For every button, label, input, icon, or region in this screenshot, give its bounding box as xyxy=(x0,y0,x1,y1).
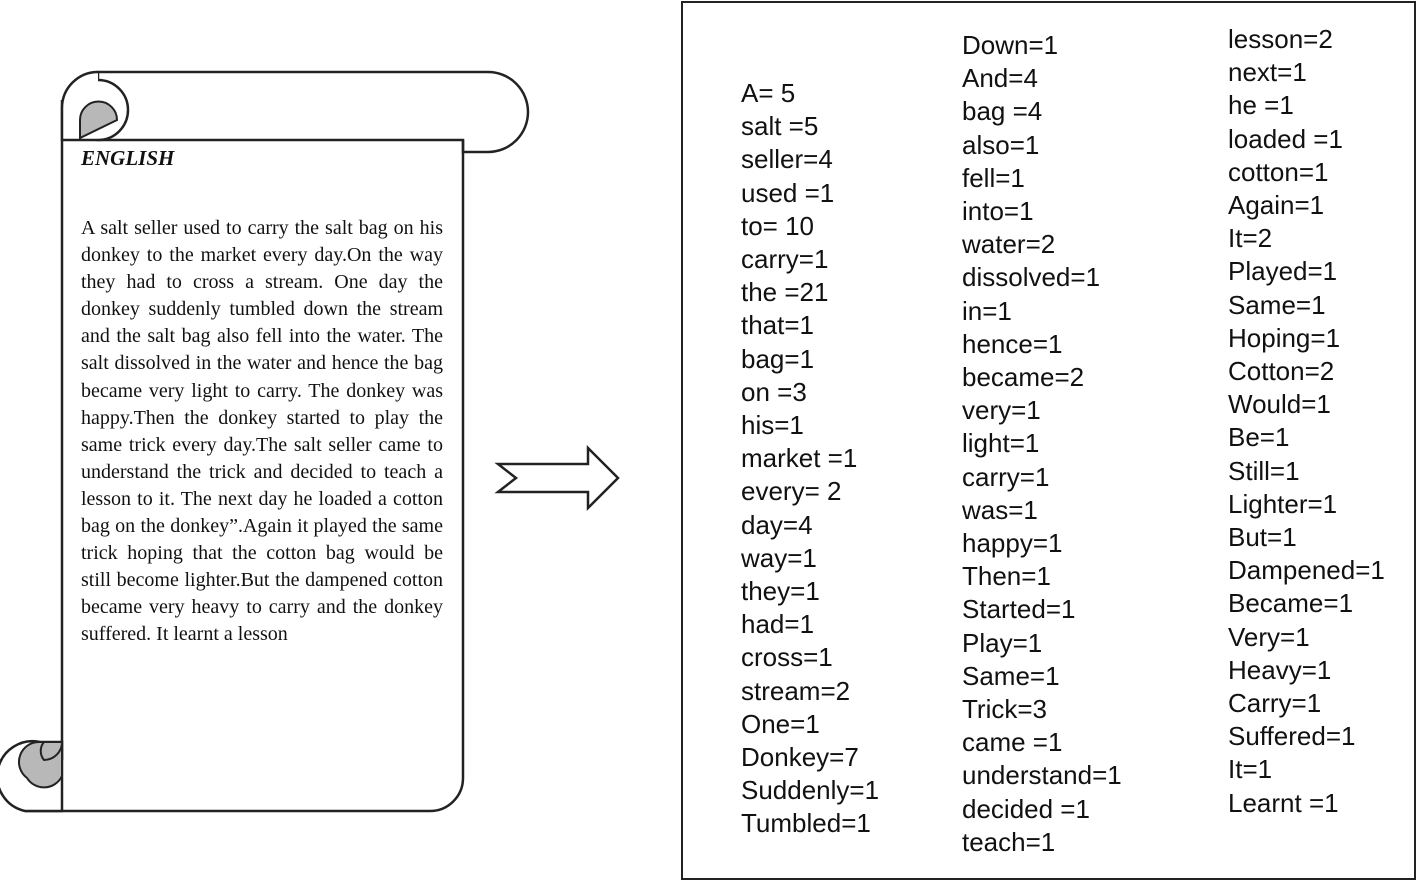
word-count-item: But=1 xyxy=(1228,522,1297,553)
word-count-item: cotton=1 xyxy=(1228,156,1329,187)
word-count-item: Hoping=1 xyxy=(1228,322,1341,353)
word-count-item: Became=1 xyxy=(1228,588,1354,619)
word-count-item: Then=1 xyxy=(962,561,1051,592)
word-count-item: carry=1 xyxy=(741,244,829,275)
word-count-item: in=1 xyxy=(962,295,1012,326)
word-count-item: understand=1 xyxy=(962,760,1122,791)
word-count-item: stream=2 xyxy=(741,675,851,706)
word-count-item: One=1 xyxy=(741,708,820,739)
word-count-item: Lighter=1 xyxy=(1228,488,1338,519)
word-count-item: bag =4 xyxy=(962,96,1043,127)
word-count-item: dissolved=1 xyxy=(962,262,1101,293)
word-count-item: Play=1 xyxy=(962,627,1043,658)
word-count-item: next=1 xyxy=(1228,57,1307,88)
word-count-item: Donkey=7 xyxy=(741,742,859,773)
word-count-item: into=1 xyxy=(962,196,1034,227)
scroll-heading: ENGLISH xyxy=(81,146,175,170)
story-text: A salt seller used to carry the salt bag… xyxy=(81,217,443,646)
word-count-item: It=1 xyxy=(1228,754,1273,785)
scroll-body xyxy=(25,100,465,813)
word-count-item: salt =5 xyxy=(741,111,819,142)
word-count-item: that=1 xyxy=(741,310,815,341)
word-count-item: decided =1 xyxy=(962,793,1090,824)
word-count-item: It=2 xyxy=(1228,223,1273,254)
word-count-item: Suffered=1 xyxy=(1228,721,1356,752)
word-count-item: every= 2 xyxy=(741,476,842,507)
word-count-item: Started=1 xyxy=(962,594,1076,625)
word-count-item: was=1 xyxy=(962,494,1038,525)
word-count-item: they=1 xyxy=(741,576,820,607)
word-count-item: hence=1 xyxy=(962,328,1063,359)
word-count-item: Learnt =1 xyxy=(1228,787,1339,818)
word-count-item: way=1 xyxy=(741,542,817,573)
word-count-item: teach=1 xyxy=(962,826,1056,857)
word-count-item: And=4 xyxy=(962,63,1038,94)
word-count-item: bag=1 xyxy=(741,343,815,374)
word-count-item: Heavy=1 xyxy=(1228,654,1332,685)
word-count-item: seller=4 xyxy=(741,144,833,175)
word-count-item: carry=1 xyxy=(962,461,1050,492)
word-count-item: cross=1 xyxy=(741,642,833,673)
word-count-item: lesson=2 xyxy=(1228,24,1333,54)
word-count-item: also=1 xyxy=(962,129,1040,160)
word-count-item: to= 10 xyxy=(741,210,815,241)
word-count-item: market =1 xyxy=(741,443,858,474)
word-count-item: came =1 xyxy=(962,727,1063,758)
word-count-item: loaded =1 xyxy=(1228,123,1343,154)
word-count-item: Same=1 xyxy=(1228,289,1326,320)
word-count-item: Played=1 xyxy=(1228,256,1338,287)
word-count-item: Be=1 xyxy=(1228,422,1290,453)
word-count-item: had=1 xyxy=(741,609,815,640)
word-count-item: used =1 xyxy=(741,177,835,208)
scroll-paper-icon xyxy=(0,70,530,813)
word-count-item: on =3 xyxy=(741,376,807,407)
word-count-item: Cotton=2 xyxy=(1228,356,1335,387)
scroll-top-roll xyxy=(96,70,530,154)
word-count-item: Very=1 xyxy=(1228,621,1310,652)
word-count-item: became=2 xyxy=(962,362,1085,393)
word-count-item: Tumbled=1 xyxy=(741,808,871,839)
word-count-item: very=1 xyxy=(962,395,1041,426)
word-count-item: day=4 xyxy=(741,509,813,540)
scroll-bottom-curl-shadow xyxy=(17,740,63,789)
word-count-item: water=2 xyxy=(962,229,1056,260)
word-count-item: Same=1 xyxy=(962,660,1060,691)
word-count-item: his=1 xyxy=(741,410,804,441)
hollow-right-arrow-icon xyxy=(494,444,620,512)
word-count-item: fell=1 xyxy=(962,162,1025,193)
word-count-item: Trick=3 xyxy=(962,694,1047,725)
word-count-item: Dampened=1 xyxy=(1228,555,1385,586)
word-count-item: Still=1 xyxy=(1228,455,1300,486)
word-count-item: happy=1 xyxy=(962,528,1063,559)
word-count-item: the =21 xyxy=(741,277,829,308)
word-count-item: Would=1 xyxy=(1228,389,1331,420)
word-count-item: Down=1 xyxy=(962,30,1059,60)
word-count-item: Again=1 xyxy=(1228,190,1325,221)
word-count-item: A= 5 xyxy=(741,78,796,108)
scroll-top-curl-shadow xyxy=(79,100,119,140)
word-count-item: light=1 xyxy=(962,428,1040,459)
word-count-item: Suddenly=1 xyxy=(741,775,880,806)
word-count-item: he =1 xyxy=(1228,90,1294,121)
word-count-item: Carry=1 xyxy=(1228,688,1322,719)
